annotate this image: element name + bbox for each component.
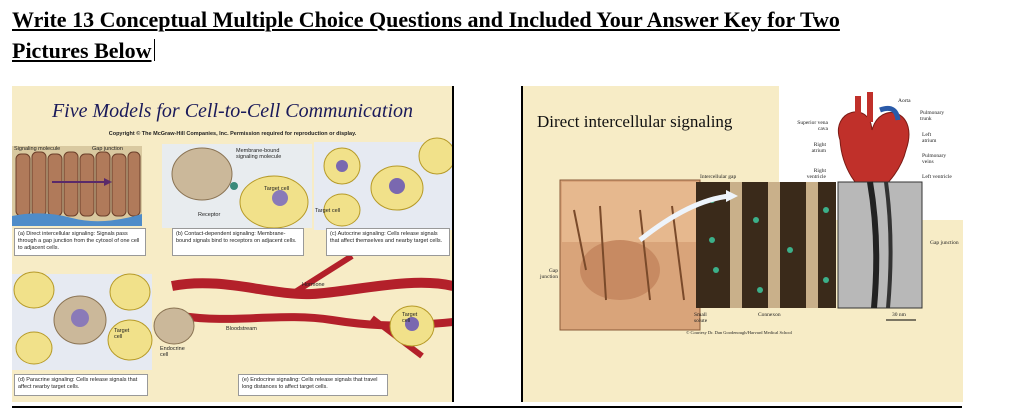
label-scale-bar: 30 nm (892, 312, 906, 318)
label-courtesy: © Courtesy Dr. Dan Goodenough/Harvard Me… (686, 330, 793, 335)
panel-a-cells (12, 146, 142, 226)
label-gap-junction-right: Gap junction (930, 240, 959, 246)
figure-title: Five Models for Cell-to-Cell Communicati… (51, 100, 414, 122)
heart-illustration (837, 92, 910, 201)
figure-direct-intercellular-signaling (521, 86, 779, 402)
label-signaling-molecule: Signaling molecule (14, 146, 61, 152)
caption-e: (e) Endocrine signaling: Cells release s… (238, 374, 388, 396)
label-hormone: Hormone (302, 282, 325, 288)
label-aorta: Aorta (898, 98, 911, 104)
label-receptor: Receptor (198, 212, 221, 218)
label-left-ventricle: Left ventricle (922, 174, 952, 180)
caption-d: (d) Paracrine signaling: Cells release s… (14, 374, 148, 396)
label-connexon: Connexon (758, 312, 781, 318)
label-endocrine-cell: Endocrine cell (160, 346, 185, 358)
caption-b: (b) Contact-dependent signaling: Membran… (172, 228, 304, 256)
label-target-cell-b: Target cell (264, 186, 290, 192)
label-target-cell-e: Target cell (402, 312, 418, 324)
label-gap-junction-left: Gap junction (539, 268, 558, 280)
panel-d-cells (12, 271, 153, 370)
label-pulmonary-trunk: Pulmonary trunk (920, 110, 945, 122)
bottom-rule (12, 406, 962, 408)
label-small-solute: Small solute (694, 312, 708, 324)
label-intercellular-gap: Intercellular gap (700, 174, 737, 180)
title-line-2: Pictures Below (12, 38, 152, 63)
label-gap-junction: Gap junction (92, 146, 123, 152)
right-figure-title: Direct intercellular signaling (537, 112, 733, 131)
panel-c-cells (314, 137, 453, 230)
page-title: Write 13 Conceptual Multiple Choice Ques… (12, 4, 1012, 66)
right-figure-border (521, 86, 523, 402)
figure-cell-communication-models: Five Models for Cell-to-Cell Communicati… (12, 86, 453, 402)
figure-illustration (12, 137, 453, 370)
label-left-atrium: Left atrium (922, 132, 937, 144)
label-membrane-bound: Membrane-bound signaling molecule (236, 148, 282, 160)
label-superior-vena-cava: Superior vena cava (797, 120, 828, 132)
panel-e-vessels (153, 253, 453, 359)
left-figure-border (452, 86, 454, 402)
title-line-1: Write 13 Conceptual Multiple Choice Ques… (12, 7, 840, 32)
label-bloodstream: Bloodstream (226, 326, 257, 332)
label-right-ventricle: Right ventricle (806, 168, 826, 180)
caption-a: (a) Direct intercellular signaling: Sign… (14, 228, 146, 256)
text-cursor (153, 39, 155, 61)
caption-c: (c) Autocrine signaling: Cells release s… (326, 228, 450, 256)
label-target-cell-d: Target cell (114, 328, 130, 340)
label-right-atrium: Right atrium (811, 142, 826, 154)
copyright-notice: Copyright © The McGraw-Hill Companies, I… (108, 131, 357, 137)
panel-b-cells (162, 144, 312, 229)
label-pulmonary-veins: Pulmonary veins (922, 153, 947, 165)
label-target-cell-c: Target cell (315, 208, 341, 214)
